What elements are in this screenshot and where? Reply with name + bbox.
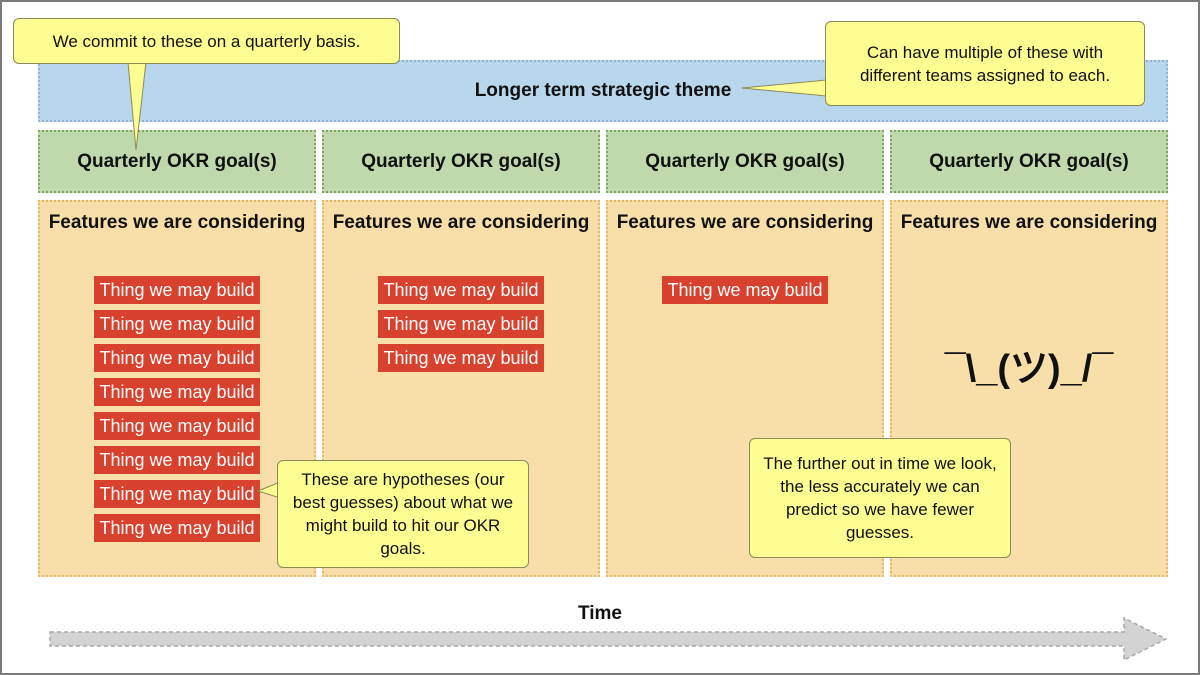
feature-list: Thing we may build (608, 276, 882, 304)
features-column-title: Features we are considering (332, 212, 590, 233)
feature-chip: Thing we may build (378, 344, 544, 372)
features-column-1: Features we are considering Thing we may… (38, 200, 316, 577)
feature-chip: Thing we may build (378, 276, 544, 304)
callout-multiple: Can have multiple of these with differen… (825, 21, 1145, 106)
feature-chip: Thing we may build (94, 276, 260, 304)
callout-multiple-text: Can have multiple of these with differen… (859, 42, 1111, 85)
feature-chip: Thing we may build (94, 480, 260, 508)
okr-goal-label: Quarterly OKR goal(s) (77, 150, 277, 172)
shrug-emoticon: ¯\_(ツ)_/¯ (944, 348, 1114, 390)
feature-chip: Thing we may build (94, 378, 260, 406)
okr-goal-box-4: Quarterly OKR goal(s) (890, 130, 1168, 193)
features-column-title: Features we are considering (900, 212, 1158, 233)
callout-hypotheses-text: These are hypotheses (our best guesses) … (292, 470, 514, 558)
strategic-theme-label: Longer term strategic theme (474, 80, 732, 101)
feature-chip: Thing we may build (94, 446, 260, 474)
time-axis-label: Time (577, 603, 622, 624)
okr-goal-box-2: Quarterly OKR goal(s) (322, 130, 600, 193)
okr-goal-box-3: Quarterly OKR goal(s) (606, 130, 884, 193)
feature-chip: Thing we may build (94, 310, 260, 338)
features-column-title: Features we are considering (48, 212, 306, 233)
callout-further-text: The further out in time we look, the les… (763, 454, 997, 542)
okr-goal-box-1: Quarterly OKR goal(s) (38, 130, 316, 193)
feature-chip: Thing we may build (662, 276, 828, 304)
okr-goal-label: Quarterly OKR goal(s) (929, 150, 1129, 172)
feature-chip: Thing we may build (94, 344, 260, 372)
feature-chip: Thing we may build (94, 412, 260, 440)
features-column-title: Features we are considering (616, 212, 874, 233)
okr-goal-label: Quarterly OKR goal(s) (645, 150, 845, 172)
callout-further: The further out in time we look, the les… (749, 438, 1011, 558)
okr-goal-label: Quarterly OKR goal(s) (361, 150, 561, 172)
feature-chip: Thing we may build (94, 514, 260, 542)
callout-hypotheses: These are hypotheses (our best guesses) … (277, 460, 529, 568)
callout-quarterly-text: We commit to these on a quarterly basis. (52, 31, 361, 51)
callout-quarterly: We commit to these on a quarterly basis. (13, 18, 400, 64)
feature-chip: Thing we may build (378, 310, 544, 338)
